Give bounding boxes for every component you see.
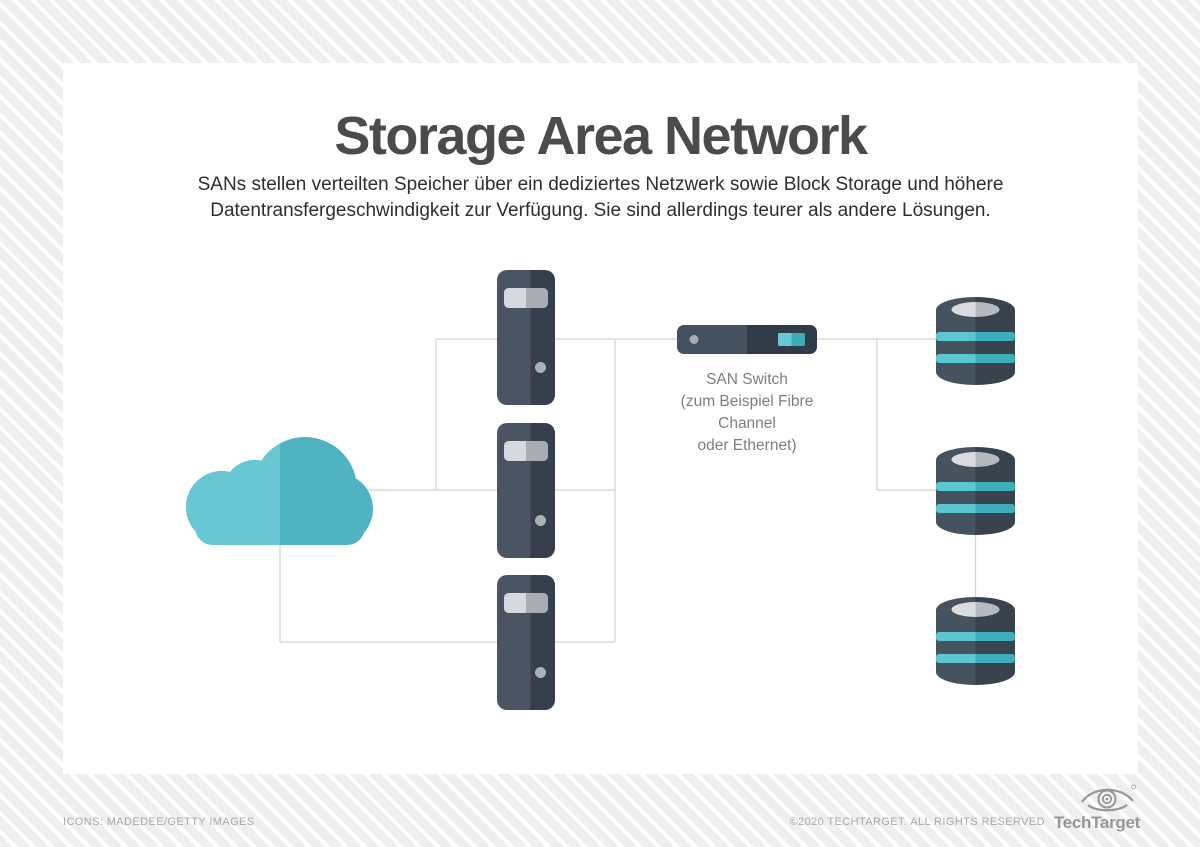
brand-name: TechTarget: [1053, 813, 1140, 832]
cloud-icon: [186, 437, 373, 545]
page-title: Storage Area Network: [334, 106, 868, 166]
techtarget-logo: TechTarget: [1053, 782, 1140, 836]
eye-icon: [1081, 784, 1136, 812]
storage-array-icon-3: [936, 597, 1015, 685]
server-icon-3: [497, 575, 555, 710]
san-switch-icon: [677, 325, 817, 354]
content-card: Storage Area Network SANs stellen vertei…: [63, 63, 1138, 774]
footer-credits: ICONS: MADEDEE/GETTY IMAGES: [63, 816, 255, 828]
storage-array-icon-1: [936, 297, 1015, 385]
page-subtitle: SANs stellen verteilten Speicher über ei…: [197, 174, 1004, 222]
san-diagram: [186, 270, 1015, 710]
footer-copyright: ©2020 TECHTARGET. ALL RIGHTS RESERVED: [789, 816, 1045, 828]
storage-array-icon-2: [936, 447, 1015, 535]
connector-lines: [279, 338, 977, 643]
server-icon-2: [497, 423, 555, 558]
san-switch-label: SAN Switch (zum Beispiel Fibre Channel o…: [680, 371, 814, 454]
server-icon-1: [497, 270, 555, 405]
